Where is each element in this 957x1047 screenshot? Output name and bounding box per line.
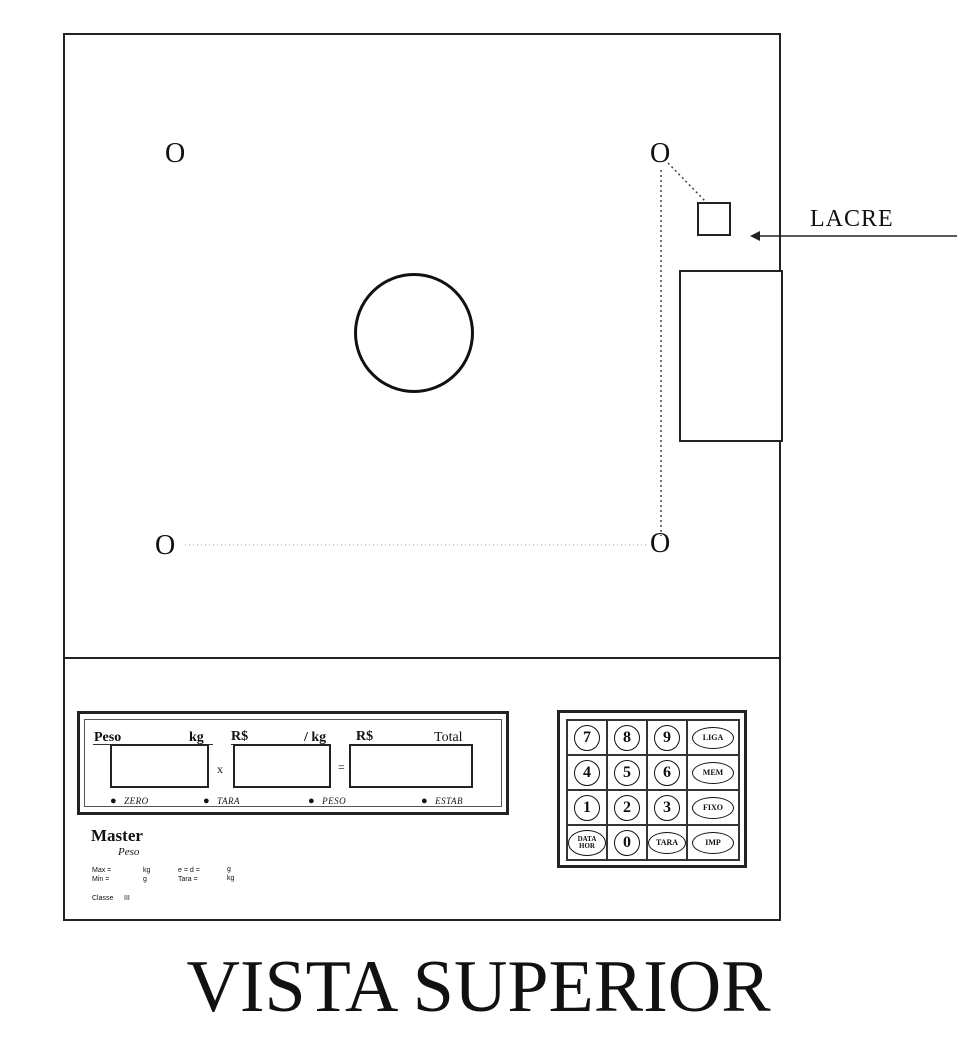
spec-max-unit: kg (143, 867, 151, 874)
key-fixo[interactable]: FIXO (692, 796, 734, 819)
lacre-seal-box (697, 202, 731, 236)
screw-bottom-left: O (155, 530, 176, 561)
total-currency: R$ (356, 729, 374, 744)
indicator-dot-icon: ● (421, 795, 429, 807)
display-panel (77, 711, 509, 815)
indicator-peso: ● PESO (308, 795, 346, 807)
weight-display (110, 744, 209, 788)
spec-min: Min = (92, 876, 110, 883)
indicator-zero: ● ZERO (110, 795, 149, 807)
key-liga[interactable]: LIGA (692, 726, 734, 749)
keypad-grid: 7 8 9 LIGA 4 5 6 MEM 1 2 3 FIXO DATA HOR… (566, 719, 740, 861)
spec-tara: Tara = (178, 876, 198, 883)
brand-name: Master (91, 826, 143, 845)
times-operator: x (217, 762, 223, 776)
key-imp[interactable]: IMP (692, 831, 734, 854)
lacre-arrowhead (750, 231, 760, 241)
equals-operator: = (338, 760, 345, 774)
key-9[interactable]: 9 (654, 724, 680, 751)
model-name: Peso (118, 846, 140, 858)
spec-max: Max = (92, 867, 112, 874)
indicator-estab: ● ESTAB (421, 795, 463, 807)
keypad: 7 8 9 LIGA 4 5 6 MEM 1 2 3 FIXO DATA HOR… (557, 710, 747, 868)
panel-divider (63, 657, 781, 659)
price-currency: R$ (231, 729, 249, 744)
key-0[interactable]: 0 (614, 829, 640, 856)
side-compartment (679, 270, 783, 442)
spec-class-value: III (124, 895, 130, 902)
indicator-dot-icon: ● (110, 795, 118, 807)
weight-unit: kg (189, 730, 204, 745)
key-2[interactable]: 2 (614, 794, 640, 821)
spec-min-unit: g (143, 876, 147, 883)
screw-bottom-right: O (650, 528, 671, 559)
key-7[interactable]: 7 (574, 724, 600, 751)
key-5[interactable]: 5 (614, 759, 640, 786)
spec-class-label: Classe (92, 895, 114, 902)
screw-top-right: O (650, 138, 671, 169)
key-data-hor[interactable]: DATA HOR (568, 829, 606, 856)
indicator-tara-label: TARA (217, 796, 240, 806)
indicator-peso-label: PESO (322, 796, 347, 806)
key-3[interactable]: 3 (654, 794, 680, 821)
lacre-label: LACRE (810, 206, 894, 232)
diagram-title: VISTA SUPERIOR (186, 946, 771, 1028)
price-unit: / kg (304, 730, 327, 745)
key-6[interactable]: 6 (654, 759, 680, 786)
indicator-dot-icon: ● (308, 795, 316, 807)
weight-label: Peso (94, 730, 122, 745)
indicator-tara: ● TARA (203, 795, 240, 807)
spec-division-unit: g (227, 866, 231, 873)
indicator-estab-label: ESTAB (435, 796, 463, 806)
seal-wire-diagonal (667, 162, 707, 203)
indicator-zero-label: ZERO (124, 796, 149, 806)
total-label: Total (434, 730, 463, 745)
total-price-display (349, 744, 473, 788)
key-tara[interactable]: TARA (648, 831, 686, 854)
key-8[interactable]: 8 (614, 724, 640, 751)
indicator-dot-icon: ● (203, 795, 211, 807)
key-mem[interactable]: MEM (692, 761, 734, 784)
unit-price-display (233, 744, 331, 788)
scale-body (63, 33, 781, 921)
key-1[interactable]: 1 (574, 794, 600, 821)
spec-division: e = d = (178, 867, 200, 874)
center-hole (354, 273, 474, 393)
screw-top-left: O (165, 138, 186, 169)
key-4[interactable]: 4 (574, 759, 600, 786)
spec-tara-unit: kg (227, 875, 235, 882)
display-panel-inner (84, 719, 502, 807)
